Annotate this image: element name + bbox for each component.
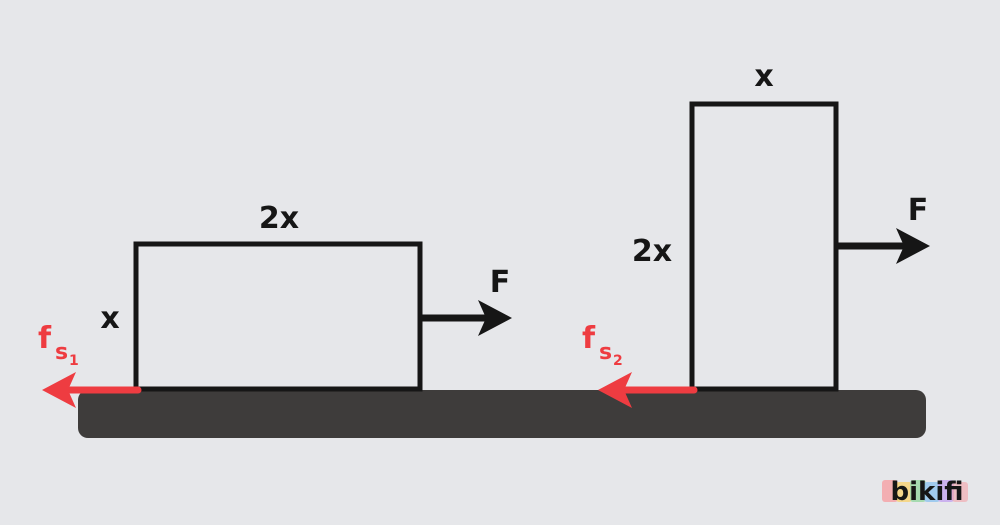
left-friction-subscript: s [55, 340, 68, 365]
left-block [133, 241, 423, 392]
right-force-label: F [908, 193, 929, 228]
right-friction-index: 2 [613, 353, 623, 369]
right-block [689, 101, 839, 392]
right-friction-label: f s 2 [582, 321, 623, 369]
left-friction-label: f s 1 [38, 321, 79, 369]
left-force-label: F [490, 265, 511, 300]
logo-text: bikifi [891, 477, 964, 507]
left-friction-symbol: f [38, 321, 52, 356]
left-force-arrow [422, 300, 512, 336]
bikifi-logo: bikifi [882, 477, 968, 507]
right-friction-arrow [598, 372, 698, 408]
right-friction-subscript: s [599, 340, 612, 365]
left-block-height-label: x [100, 301, 119, 336]
left-friction-index: 1 [69, 353, 79, 369]
right-block-width-label: x [754, 59, 773, 94]
left-friction-arrow [42, 372, 142, 408]
left-block-width-label: 2x [259, 201, 299, 236]
right-force-arrow [838, 228, 930, 264]
right-block-height-label: 2x [632, 234, 672, 269]
ground-surface [78, 390, 926, 438]
right-friction-symbol: f [582, 321, 596, 356]
